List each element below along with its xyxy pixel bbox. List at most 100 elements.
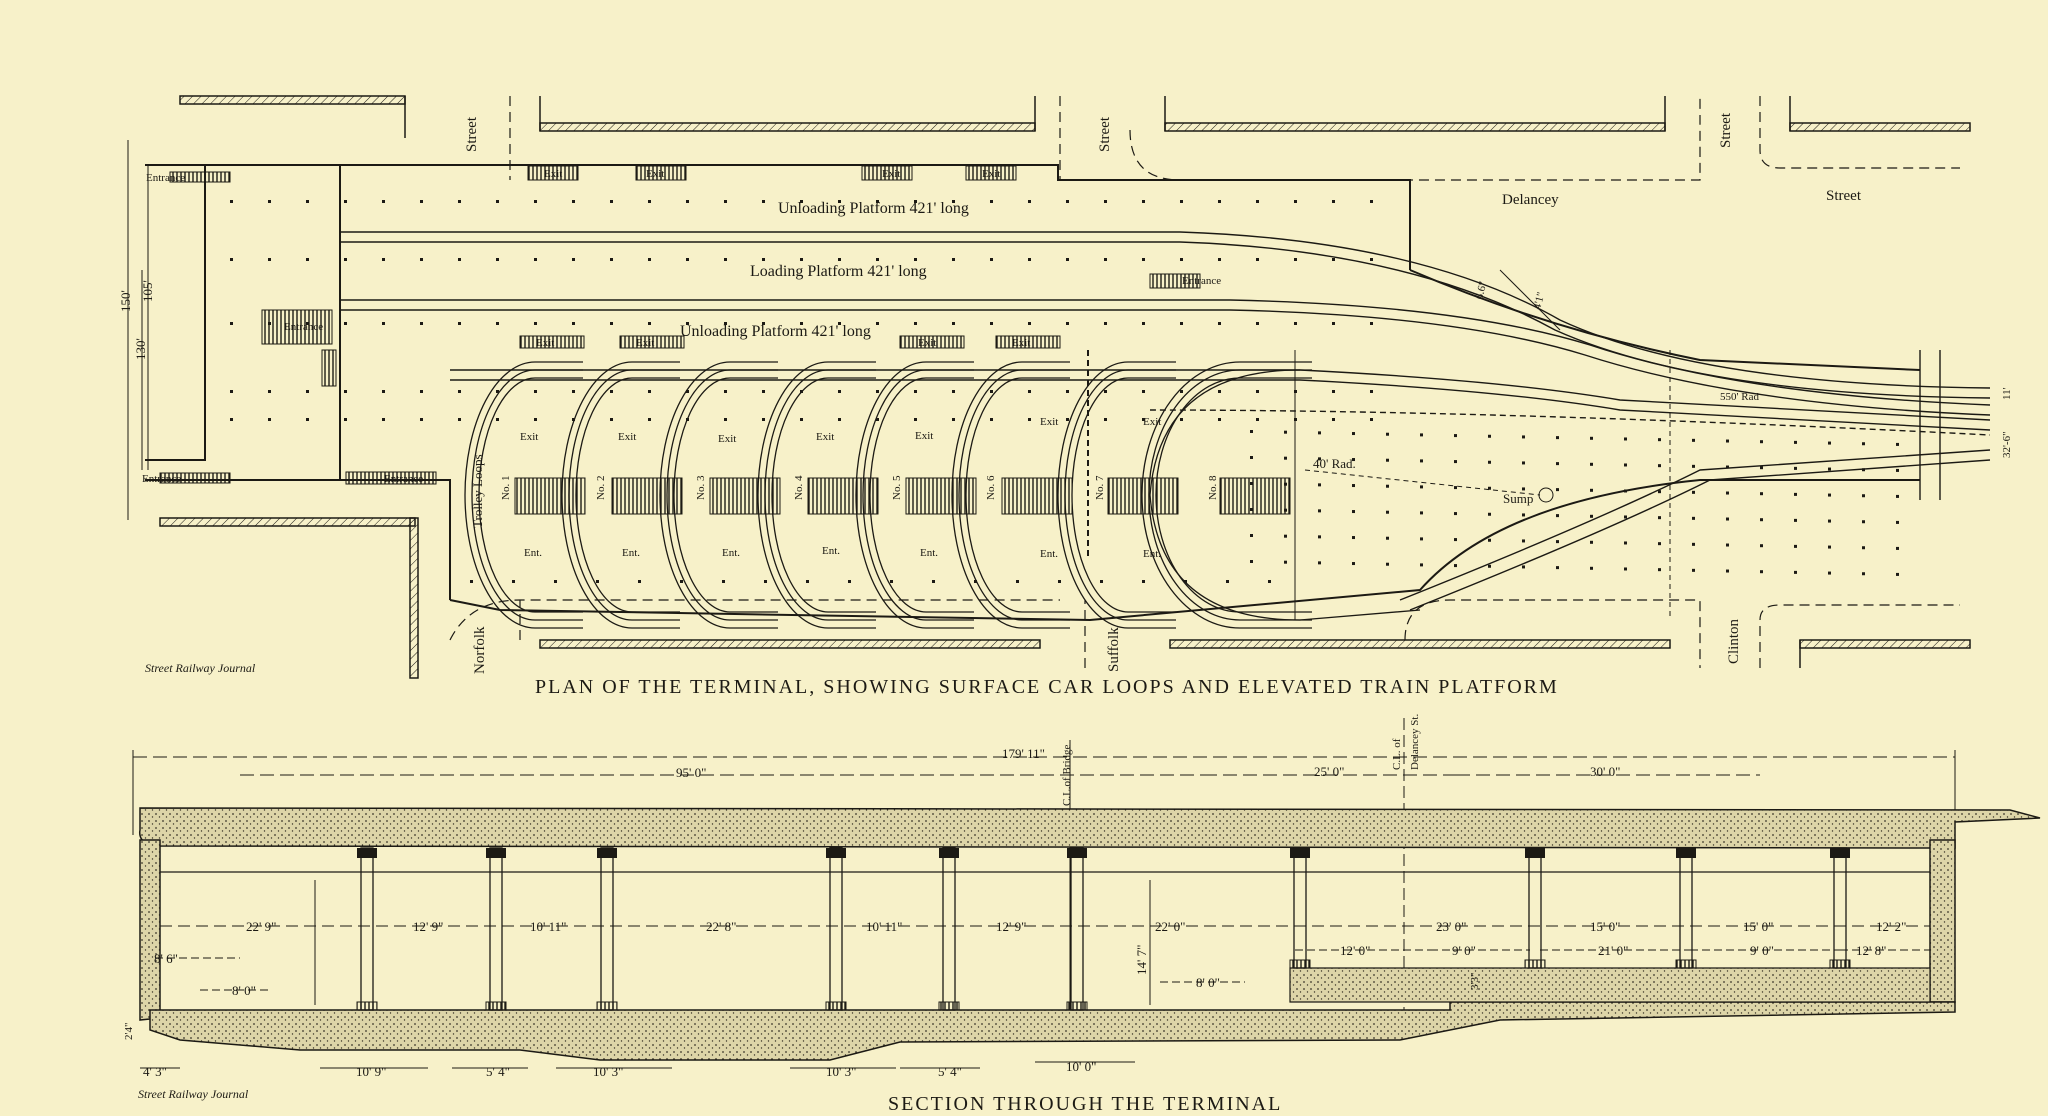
column-dot xyxy=(1066,322,1069,325)
loop-stair xyxy=(1219,477,1291,515)
plan-dimensions xyxy=(127,140,1671,620)
column-dot xyxy=(724,418,727,421)
column-dot xyxy=(1100,580,1103,583)
loop-stair xyxy=(807,477,879,515)
column-dot xyxy=(990,200,993,203)
column-dot xyxy=(1794,440,1797,444)
span-label-7: 22' 0" xyxy=(1155,919,1185,934)
column-dot xyxy=(1016,580,1019,583)
column-dot xyxy=(952,418,955,421)
elevated-tracks xyxy=(340,231,1991,611)
column-dot xyxy=(1250,534,1253,537)
column-dot xyxy=(1862,494,1865,498)
column-dot xyxy=(1692,490,1695,494)
column-dot xyxy=(1896,494,1899,498)
column-dot xyxy=(1692,464,1695,468)
floor-slab xyxy=(149,1001,1956,1061)
column-dot xyxy=(382,200,385,203)
column-dot xyxy=(914,390,917,393)
column-dot xyxy=(534,258,537,261)
loop-track xyxy=(464,361,583,629)
column-dot xyxy=(762,322,765,325)
column-dot xyxy=(1760,544,1763,548)
span-label-9: 15' 0" xyxy=(1590,919,1620,934)
loading-platform-label: Loading Platform 421' long xyxy=(750,263,927,280)
column-dot xyxy=(1454,564,1457,568)
column-dot xyxy=(1624,437,1627,441)
column-cap xyxy=(357,848,377,858)
dim-21-0: 21' 0" xyxy=(1598,943,1628,958)
column-dot xyxy=(230,200,233,203)
column-dot xyxy=(1590,566,1593,570)
section-view: 179' 11" 95' 0" 25' 0" 30' 0" C.L.of Bri… xyxy=(123,714,2041,1115)
column-dot xyxy=(1828,467,1831,471)
column-dot xyxy=(1218,418,1221,421)
column-dot xyxy=(1028,322,1031,325)
column-dot xyxy=(1420,563,1423,567)
column-dot xyxy=(1862,546,1865,550)
column-dot xyxy=(1624,515,1627,519)
platform-exit-labels: Exit Exit Exit Exit Exit Exit Exit Exit … xyxy=(142,168,1221,485)
loop-stair xyxy=(611,477,683,515)
loop-label-8: No. 8 xyxy=(1207,475,1219,500)
column-dot xyxy=(306,390,309,393)
column-dot xyxy=(1028,418,1031,421)
column-dot xyxy=(1692,438,1695,442)
section-bottom-dims xyxy=(140,1061,1135,1069)
column-dot xyxy=(1794,518,1797,522)
loop-track xyxy=(757,361,876,629)
column-dot xyxy=(306,258,309,261)
loop-track xyxy=(568,369,680,621)
cl-bridge-label: C.L.of Bridge xyxy=(1061,744,1073,806)
dim-105: 105' xyxy=(140,280,155,302)
column-dot xyxy=(1896,442,1899,446)
column-dot xyxy=(496,418,499,421)
column-dot xyxy=(1352,562,1355,566)
column-dot xyxy=(1658,568,1661,572)
column-dot xyxy=(1828,441,1831,445)
loop-track xyxy=(1071,377,1176,613)
column-dot xyxy=(1386,484,1389,488)
column-dot xyxy=(610,200,613,203)
column-dot xyxy=(534,418,537,421)
exit-label: Exit xyxy=(915,430,933,442)
column-dot xyxy=(596,580,599,583)
column-dot xyxy=(1066,390,1069,393)
column-dot xyxy=(1692,542,1695,546)
loop-label-2: No. 2 xyxy=(595,476,607,500)
column-dot xyxy=(1556,462,1559,466)
column-dot xyxy=(610,322,613,325)
column-dot xyxy=(1556,514,1559,518)
column-dot xyxy=(1420,459,1423,463)
column-cap xyxy=(1290,848,1310,858)
column-dot xyxy=(686,390,689,393)
column-dot xyxy=(762,258,765,261)
column-dot xyxy=(1658,438,1661,442)
dim-6-6: 6.6" xyxy=(1473,280,1489,301)
column-dot xyxy=(1488,460,1491,464)
column-dot xyxy=(1250,430,1253,433)
column-dot xyxy=(1590,462,1593,466)
column-dot xyxy=(1318,535,1321,539)
loop-track xyxy=(1057,361,1176,629)
column-dot xyxy=(1794,466,1797,470)
column-dot xyxy=(1624,567,1627,571)
dim-8-6: 8' 6" xyxy=(154,951,178,966)
column-dot xyxy=(1180,390,1183,393)
column-dot xyxy=(534,322,537,325)
loop-track xyxy=(666,369,778,621)
column-dot xyxy=(1454,538,1457,542)
column-dot xyxy=(724,200,727,203)
dim-8-0-left: 8' 0" xyxy=(232,983,256,998)
loop-track xyxy=(869,377,974,613)
entrance-label: Entrance xyxy=(384,473,423,485)
column-dot xyxy=(1284,534,1287,538)
overall-left: 95' 0" xyxy=(676,765,706,780)
column-dot xyxy=(1332,390,1335,393)
column-dot xyxy=(1794,544,1797,548)
column-dot xyxy=(952,258,955,261)
platform-stairs xyxy=(159,165,1201,485)
loop-labels: No. 1 No. 2 No. 3 No. 4 No. 5 No. 6 No. … xyxy=(500,475,1219,500)
column-dot xyxy=(914,200,917,203)
loop-track xyxy=(1064,369,1176,621)
